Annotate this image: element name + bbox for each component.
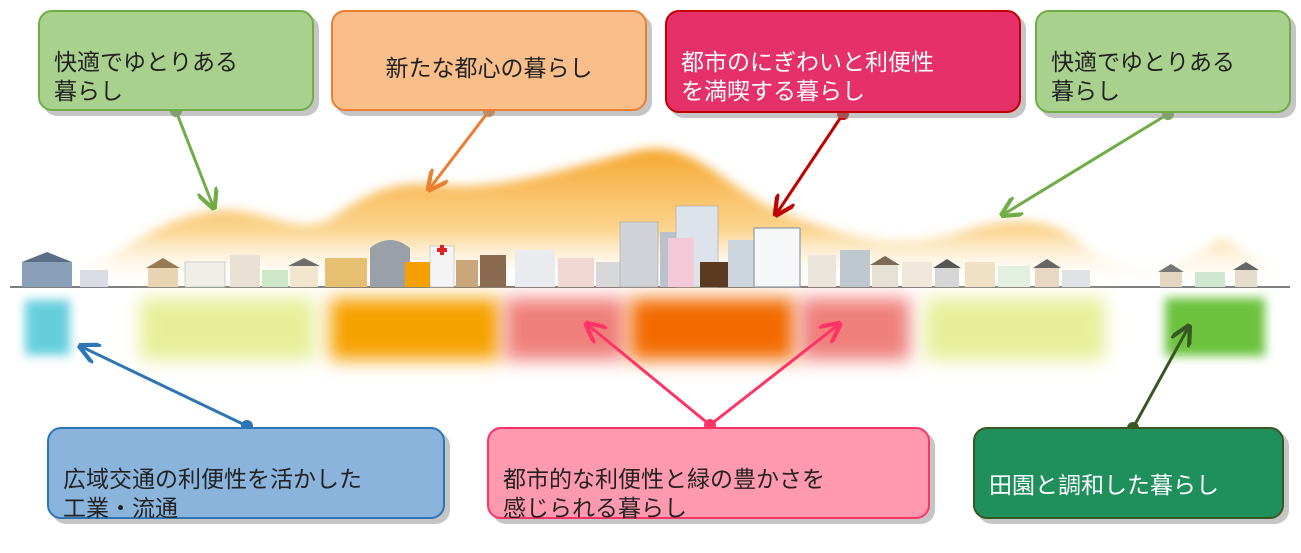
arrow-urban-vibrancy [777,113,845,213]
arrow-comfortable-left [174,110,213,206]
arrow-urban-green-right [709,325,838,427]
industrial-zone [25,300,70,355]
label-text: 田園と調和した暮らし [989,473,1219,499]
mixed-zone-left [505,298,625,360]
landscape-graphic [10,105,1290,434]
label-text: 快適でゆとりある 暮らし [54,50,238,105]
rural-zone [1165,298,1265,356]
label-text: 広域交通の利便性を活かした 工業・流通 [63,467,362,522]
label-box-comfortable-right: 快適でゆとりある 暮らし [1035,10,1291,113]
arrow-industry [82,347,248,428]
label-box-rural-harmony: 田園と調和した暮らし [973,427,1284,519]
label-box-urban-vibrancy: 都市のにぎわいと利便性 を満喫する暮らし [665,10,1021,113]
arrow-comfortable-right [1004,112,1169,214]
hill-silhouette [60,148,1290,286]
label-box-urban-green: 都市的な利便性と緑の豊かさを 感じられる暮らし [487,427,930,522]
new-center-zone [330,298,500,360]
town-skyline [22,205,1259,288]
label-text: 都市的な利便性と緑の豊かさを 感じられる暮らし [503,467,825,522]
arrow-rural-harmony [1131,328,1188,429]
arrow-urban-green-left [588,325,711,427]
label-box-comfortable-left: 快適でゆとりある 暮らし [38,10,314,111]
downtown-zone [630,298,795,360]
arrow-new-center [430,110,491,188]
label-text: 快適でゆとりある 暮らし [1051,50,1235,105]
label-text: 新たな都心の暮らし [385,56,593,82]
label-text: 都市のにぎわいと利便性 を満喫する暮らし [681,50,934,105]
diagram-scene: 快適でゆとりある 暮らし 新たな都心の暮らし 都市のにぎわいと利便性 を満喫する… [10,10,1291,522]
mixed-zone-right [800,298,910,360]
residential-zone-right [925,298,1105,360]
residential-zone-left [140,298,315,360]
label-box-industry: 広域交通の利便性を活かした 工業・流通 [47,427,445,522]
label-box-new-center: 新たな都心の暮らし [331,10,647,111]
